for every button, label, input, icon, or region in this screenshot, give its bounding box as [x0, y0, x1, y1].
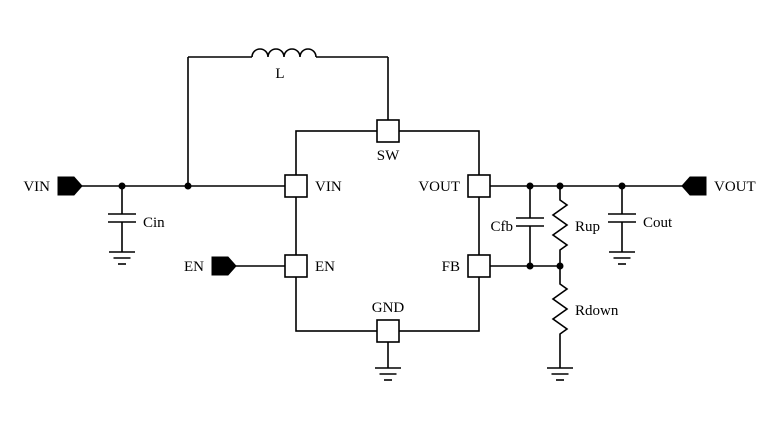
capacitor-cin [108, 186, 136, 252]
pin-box-sw [376, 119, 400, 143]
pin-box-en [284, 254, 308, 278]
terminals [57, 176, 707, 276]
capacitor-cout [608, 186, 636, 252]
pin-box-fb [467, 254, 491, 278]
vin-terminal-label: VIN [23, 179, 50, 195]
vout-terminal-icon [681, 176, 707, 196]
cfb-label: Cfb [491, 219, 514, 235]
pin-box-vout [467, 174, 491, 198]
ground-symbol-cin [109, 251, 135, 265]
en-terminal-icon [211, 256, 237, 276]
vin-terminal-icon [57, 176, 83, 196]
inductor-L [251, 48, 317, 58]
ground-symbol-cout [609, 251, 635, 265]
junction-dot [118, 182, 126, 190]
resistor-rdown [551, 266, 569, 368]
pin-label-vout: VOUT [418, 179, 460, 195]
cout-label: Cout [643, 215, 673, 231]
junction-dot [618, 182, 626, 190]
junction-dot [526, 182, 534, 190]
rup-label: Rup [575, 219, 600, 235]
junction-dot [556, 262, 564, 270]
pin-box-vin [284, 174, 308, 198]
pin-box-gnd [376, 319, 400, 343]
pin-label-en: EN [315, 259, 335, 275]
en-terminal-label: EN [184, 259, 204, 275]
labels: VIN EN VOUT VIN EN SW GND VOUT FB L Cin … [23, 66, 755, 319]
pin-label-sw: SW [377, 148, 400, 164]
junction-dot [556, 182, 564, 190]
pin-label-gnd: GND [372, 300, 405, 316]
pin-label-fb: FB [442, 259, 460, 275]
rdown-label: Rdown [575, 303, 619, 319]
junction-dot [526, 262, 534, 270]
capacitor-cfb [516, 186, 544, 266]
ground-symbol-gnd-pin [375, 367, 401, 381]
ground-symbol-rdown [547, 367, 573, 381]
pin-label-vin: VIN [315, 179, 342, 195]
ic-pin-boxes [284, 119, 491, 343]
junction-dots [118, 182, 626, 270]
vout-terminal-label: VOUT [714, 179, 756, 195]
resistor-rup [551, 186, 569, 266]
junction-dot [184, 182, 192, 190]
inductor-coil [251, 48, 317, 58]
wires [82, 56, 682, 368]
cin-label: Cin [143, 215, 165, 231]
inductor-label: L [275, 66, 284, 82]
